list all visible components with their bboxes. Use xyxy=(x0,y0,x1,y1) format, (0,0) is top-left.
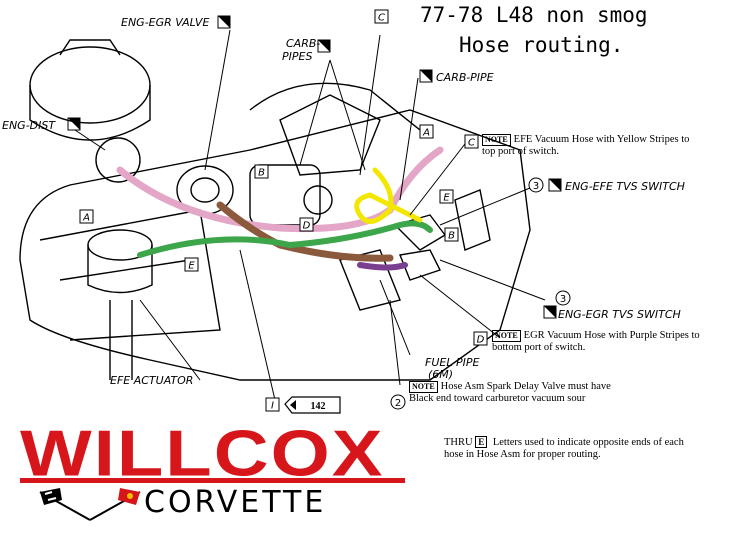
engine-line-art xyxy=(19,39,531,381)
note-badge: NOTE xyxy=(409,381,438,393)
thru-text: Letters used to indicate opposite ends o… xyxy=(444,437,684,460)
title-line-2: Hose routing. xyxy=(459,33,624,57)
hoses xyxy=(116,146,444,271)
letter-b-carb: B xyxy=(258,168,265,179)
label-fuel-pipe-code: (6M) xyxy=(428,368,453,381)
letter-b-right: B xyxy=(448,231,455,242)
letter-c-right: C xyxy=(468,138,475,149)
callout-markers xyxy=(67,15,562,319)
letter-d-carb: D xyxy=(303,221,311,232)
logo-willcox: WILLCOX xyxy=(20,417,385,490)
letter-a-right: A xyxy=(422,128,430,139)
label-carb-pipes-2: PIPES xyxy=(282,50,312,63)
label-eng-efe-tvs-switch: ENG-EFE TVS SWITCH xyxy=(565,180,685,193)
letter-c-top: C xyxy=(378,13,385,24)
ref-number: 142 xyxy=(311,401,326,412)
label-carb-pipe: CARB-PIPE xyxy=(436,71,494,84)
note-spark-text: Hose Asm Spark Delay Valve must have Bla… xyxy=(409,381,611,404)
circled-numbers: 3 3 2 xyxy=(390,177,571,410)
title-line-1: 77-78 L48 non smog xyxy=(420,3,648,27)
circled-2: 2 xyxy=(395,398,401,409)
note-badge: NOTE xyxy=(492,330,521,342)
logo-corvette: CORVETTE xyxy=(144,485,327,520)
letter-boxes xyxy=(79,9,488,412)
letter-e-right: E xyxy=(443,193,450,204)
circled-3-efe: 3 xyxy=(533,181,539,192)
hose-yellow xyxy=(354,167,423,224)
hose-purple xyxy=(357,262,408,271)
thru-label: THRU xyxy=(444,437,473,448)
note-thru: THRU E Letters used to indicate opposite… xyxy=(444,436,684,461)
letter-a-left: A xyxy=(82,213,90,224)
label-eng-egr-tvs-switch: ENG-EGR TVS SWITCH xyxy=(558,308,681,321)
logo-underline xyxy=(20,478,405,483)
letter-i: I xyxy=(271,401,274,412)
note-egr-text: EGR Vacuum Hose with Purple Stripes to b… xyxy=(492,330,700,353)
note-badge: NOTE xyxy=(482,134,511,146)
hose-green xyxy=(137,220,433,258)
thru-letter-box: E xyxy=(475,436,488,448)
leader-lines xyxy=(74,29,546,401)
label-carb-pipes-1: CARB- xyxy=(286,37,320,50)
note-efe-text: EFE Vacuum Hose with Yellow Stripes to t… xyxy=(482,134,690,157)
crossed-flags-icon xyxy=(39,488,141,521)
label-efe-actuator: EFE ACTUATOR xyxy=(110,374,193,387)
label-fuel-pipe: FUEL PIPE xyxy=(425,356,479,369)
hose-pink xyxy=(116,146,444,233)
letter-d-egr: D xyxy=(477,335,485,346)
label-eng-egr-valve: ENG-EGR VALVE xyxy=(121,16,209,29)
reference-tag: 142 xyxy=(284,396,341,414)
circled-3-egr: 3 xyxy=(560,294,566,305)
letter-e-left: E xyxy=(188,261,195,272)
label-eng-dist: ENG-DIST xyxy=(2,119,56,132)
